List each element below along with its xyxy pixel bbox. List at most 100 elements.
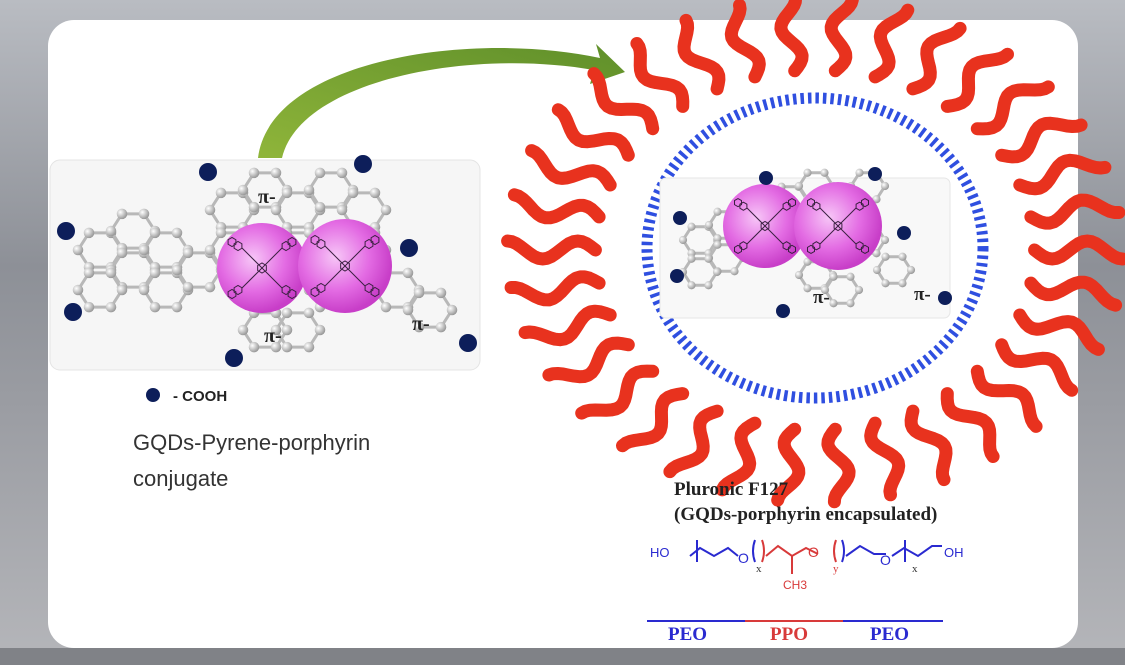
carbon-atom — [872, 265, 882, 275]
pi-label: π- — [412, 313, 430, 335]
pyrene-ring — [287, 288, 297, 300]
carbon-atom — [303, 307, 315, 319]
carbon-atom — [270, 167, 282, 179]
pyrene-ring — [739, 201, 748, 211]
carbon-atom — [380, 301, 392, 313]
carbon-atom — [713, 234, 722, 243]
caption-line2: conjugate — [133, 466, 229, 491]
carbon-atom — [402, 267, 414, 279]
carbon-atom — [906, 265, 916, 275]
peo-chain-squiggle — [868, 3, 915, 84]
carbon-atom — [347, 187, 359, 199]
pyrene-ring — [733, 244, 743, 255]
peo-chain-squiggle — [1013, 153, 1112, 196]
formula-o: O — [738, 550, 749, 566]
pyrene-ring — [833, 220, 843, 232]
carbon-atom — [336, 204, 348, 216]
block-peo: PEO — [668, 624, 708, 645]
carbon-atom — [880, 235, 890, 245]
carbon-atom — [413, 321, 425, 333]
peo-chain-squiggle — [864, 416, 906, 502]
formula-ch3: CH3 — [783, 578, 808, 592]
pyrene-ring — [310, 234, 320, 246]
pluronic-shell — [501, 0, 1125, 509]
carbon-atom — [105, 267, 117, 279]
carbon-atom — [446, 304, 458, 316]
carbon-atom — [270, 324, 282, 336]
pyrene-ring — [760, 220, 770, 232]
carbon-atom — [336, 167, 348, 179]
carbon-atom — [138, 244, 150, 256]
pyrene-ring — [364, 282, 374, 294]
peo-chain-squiggle — [677, 13, 726, 96]
graphene-sheet-left — [72, 167, 458, 353]
carbon-atom — [171, 227, 183, 239]
pyrene-ring — [227, 236, 237, 248]
peo-chain-squiggle — [501, 234, 602, 266]
pluronic-title: Pluronic F127 — [674, 479, 789, 500]
carbon-atom — [215, 187, 227, 199]
carbon-atom — [712, 267, 722, 277]
peo-chain-squiggle — [1028, 234, 1125, 266]
carbon-atom — [105, 301, 117, 313]
carbon-atom — [854, 285, 864, 295]
carbon-atom — [83, 267, 95, 279]
peo-chain-squiggle — [1013, 308, 1105, 356]
porphyrin-pair-right — [723, 182, 882, 270]
carbon-atom — [713, 240, 722, 249]
pyrene-ring — [310, 286, 320, 298]
cooh-legend-label: - COOH — [173, 388, 228, 405]
pyrene-ring — [812, 241, 821, 251]
peo-chain-squiggle — [504, 270, 606, 307]
carbon-atom — [730, 267, 739, 276]
carbon-atom — [687, 254, 696, 263]
peo-chain-squiggle — [824, 0, 859, 78]
carbon-atom — [803, 257, 812, 266]
carbon-atom — [281, 341, 293, 353]
cooh-legend-dot — [146, 388, 160, 402]
peo-chain-squiggle — [771, 422, 806, 507]
carbon-atom — [171, 264, 183, 276]
carbon-atom — [116, 247, 128, 259]
carbon-atom — [369, 187, 381, 199]
formula-oh: OH — [944, 545, 964, 560]
carbon-atom — [281, 187, 293, 199]
carbon-atom — [281, 307, 293, 319]
pyrene-ring — [787, 197, 797, 208]
carbon-atom — [270, 204, 282, 216]
carbon-atom — [829, 272, 838, 281]
pyrene-ring — [855, 201, 864, 211]
pi-label: π- — [258, 186, 276, 208]
peo-chain-squiggle — [542, 336, 635, 384]
peo-chain-squiggle — [774, 0, 809, 78]
carbon-atom — [237, 324, 249, 336]
pyrene-ring — [227, 288, 237, 300]
carbon-atom — [880, 181, 890, 191]
peo-chain-squiggle — [518, 304, 617, 347]
pyrene-ring — [782, 241, 791, 251]
carbon-atom — [820, 285, 830, 295]
carbon-atom — [704, 254, 713, 263]
carbon-atom — [314, 167, 326, 179]
peo-chain-squiggle — [995, 338, 1079, 397]
carbon-atom — [402, 304, 414, 316]
peo-chain-squiggle — [616, 387, 690, 453]
pluronic-formula — [689, 539, 942, 574]
carbon-atom — [803, 284, 812, 293]
carbon-atom — [881, 252, 890, 261]
porphyrin-pair-left — [217, 219, 392, 313]
pyrene-ring — [806, 197, 816, 208]
peo-chain-squiggle — [575, 364, 660, 420]
peo-chain-squiggle — [507, 188, 606, 225]
peo-chain-squiggle — [1024, 275, 1123, 312]
carbon-atom — [116, 284, 128, 296]
carbon-atom — [105, 225, 117, 237]
carbon-atom — [83, 227, 95, 239]
carbon-atom — [898, 252, 907, 261]
pyrene-ring — [340, 260, 350, 272]
carbon-atom — [182, 281, 194, 293]
peo-chain-squiggle — [904, 404, 953, 487]
carbon-atom — [83, 301, 95, 313]
formula-y: y — [833, 563, 839, 575]
